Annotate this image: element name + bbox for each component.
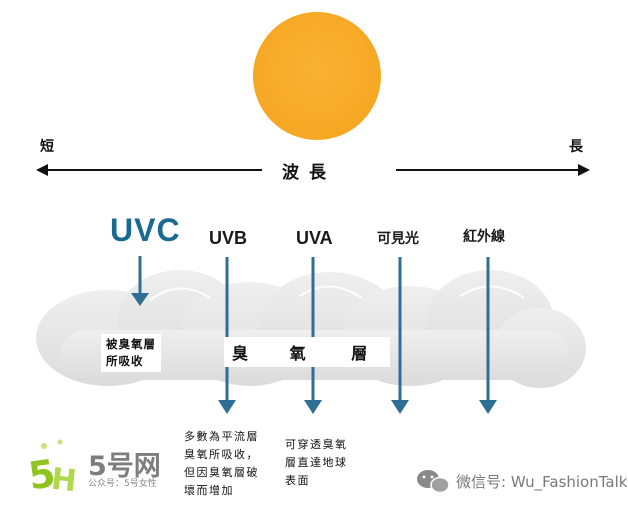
wavelength-axis	[36, 164, 590, 176]
band-label-uvb: UVB	[209, 228, 248, 248]
uvb-description-line4: 壞而增加	[184, 484, 234, 497]
uva-arrow	[304, 257, 322, 414]
logo-mark-icon: 5 H	[26, 439, 79, 499]
wechat-id: 微信号: Wu_FashionTalk	[456, 473, 628, 491]
ozone-layer-label: 臭 氧 層	[224, 337, 390, 367]
band-label-uva: UVA	[296, 228, 333, 248]
wechat-icon	[417, 470, 450, 494]
axis-title: 波長	[282, 163, 336, 183]
uvb-description: 多數為平流層 臭氧所吸收， 但因臭氧層破 壞而增加	[184, 428, 259, 500]
sun	[253, 12, 381, 140]
svg-text:H: H	[50, 462, 79, 499]
ozone-layer-char-3: 層	[351, 344, 368, 363]
uva-description-line2: 層直達地球	[285, 456, 348, 469]
uvb-description-line2: 臭氧所吸收，	[184, 448, 259, 461]
svg-text:5: 5	[26, 451, 58, 498]
ozone-layer-char-2: 氧	[289, 344, 306, 363]
ozone-absorbed-note: 被臭氧層 所吸收	[101, 334, 161, 372]
uvb-description-line1: 多數為平流層	[184, 430, 259, 443]
axis-long-label: 長	[569, 139, 583, 155]
uvc-arrow	[131, 256, 149, 306]
uvb-arrow	[218, 257, 236, 414]
infrared-arrow	[479, 257, 497, 414]
uva-description-line3: 表面	[285, 474, 310, 487]
band-label-visible-light: 可見光	[377, 231, 419, 247]
ozone-absorbed-note-line2: 所吸收	[106, 354, 144, 368]
ozone-layer-char-1: 臭	[232, 344, 249, 363]
band-label-infrared: 紅外線	[463, 229, 505, 245]
cloud-outline	[149, 285, 525, 301]
visible-light-arrow	[391, 257, 409, 414]
axis-short-label: 短	[40, 139, 54, 155]
band-label-uvc: UVC	[110, 212, 181, 248]
logo-text: 5号网	[88, 451, 161, 482]
uva-description: 可穿透臭氧 層直達地球 表面	[285, 436, 348, 490]
logo-subtitle: 公众号：5号女性	[88, 479, 157, 489]
ozone-absorbed-note-line1: 被臭氧層	[106, 337, 156, 351]
uvb-description-line3: 但因臭氧層破	[184, 466, 259, 479]
uva-description-line1: 可穿透臭氧	[285, 438, 348, 451]
